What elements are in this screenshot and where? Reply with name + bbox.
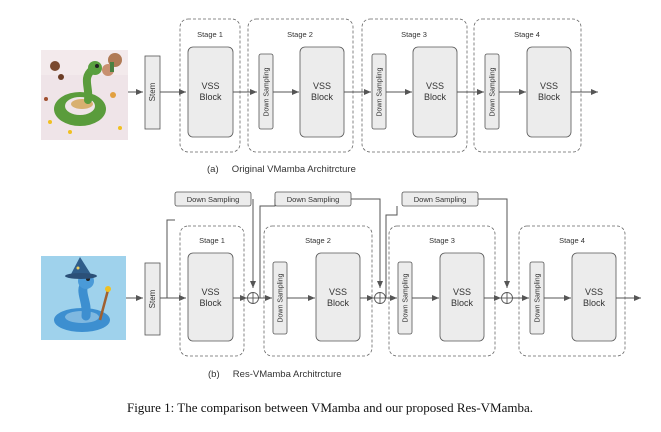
bottom-stem-label: Stem	[148, 289, 157, 308]
bottom-vss-block-2-line2: Block	[327, 298, 350, 308]
residual-path-3-out	[478, 198, 510, 288]
bottom-down-sampling-2-label: Down Sampling	[278, 273, 285, 322]
top-down-sampling-3-label: Down Sampling	[377, 67, 384, 116]
top-vss-block-3-line2: Block	[424, 92, 447, 102]
top-stage-1-label: Stage 1	[197, 30, 223, 39]
top-stage-2-label: Stage 2	[287, 30, 313, 39]
top-vss-block-4-line1: VSS	[540, 81, 558, 91]
top-stage-4-label: Stage 4	[514, 30, 540, 39]
top-vss-block-1-line1: VSS	[201, 81, 219, 91]
bottom-vss-block-2	[315, 252, 361, 342]
residual-down-sampling-1-label: Down Sampling	[187, 195, 240, 204]
bottom-caption: (b) Res-VMamba Architrcture	[208, 369, 342, 380]
bottom-stage-1-label: Stage 1	[199, 236, 225, 245]
bottom-stage-3-frame	[388, 225, 496, 357]
residual-down-sampling-2-label: Down Sampling	[287, 195, 340, 204]
top-stage-2-frame	[247, 18, 354, 153]
bottom-vss-block-1-line1: VSS	[201, 287, 219, 297]
top-stage-3-label: Stage 3	[401, 30, 427, 39]
bottom-stage-3-label: Stage 3	[429, 236, 455, 245]
residual-path-2-out	[351, 198, 383, 288]
top-caption: (a) Original VMamba Architrcture	[207, 164, 356, 175]
residual-path-1-in	[166, 219, 175, 298]
bottom-vss-block-1-line2: Block	[199, 298, 222, 308]
bottom-vss-block-1	[187, 252, 234, 342]
bottom-stage-2-label: Stage 2	[305, 236, 331, 245]
bottom-vss-block-3-line2: Block	[451, 298, 474, 308]
bottom-stage-2-frame	[263, 225, 373, 357]
residual-add-node-3	[501, 292, 513, 304]
input-image-snake-cookies	[41, 50, 128, 140]
top-vss-block-3-line1: VSS	[426, 81, 444, 91]
bottom-down-sampling-4-label: Down Sampling	[535, 273, 542, 322]
bottom-stage-4-label: Stage 4	[559, 236, 585, 245]
top-vss-block-2-line2: Block	[311, 92, 334, 102]
top-stage-4-frame	[473, 18, 582, 153]
bottom-stage-4-frame	[518, 225, 626, 357]
bottom-stem-box	[144, 262, 161, 336]
top-down-sampling-4-label: Down Sampling	[490, 67, 497, 116]
residual-add-node-1	[247, 292, 259, 304]
top-vss-block-4-line2: Block	[538, 92, 561, 102]
top-stem-label: Stem	[148, 82, 157, 101]
residual-path-3-in	[385, 206, 398, 298]
bottom-stage-1-frame	[179, 225, 245, 357]
top-stage-1-frame	[179, 18, 241, 153]
bottom-vss-block-4-line2: Block	[583, 298, 606, 308]
residual-add-node-2	[374, 292, 386, 304]
bottom-vss-block-3	[439, 252, 485, 342]
bottom-vss-block-4	[571, 252, 617, 342]
residual-down-sampling-1	[174, 191, 252, 207]
input-image-wizard-snake	[41, 256, 126, 340]
figure-caption: Figure 1: The comparison between VMamba …	[127, 400, 533, 415]
bottom-vss-block-3-line1: VSS	[453, 287, 471, 297]
residual-down-sampling-3-label: Down Sampling	[414, 195, 467, 204]
top-stage-3-frame	[361, 18, 468, 153]
top-vss-block-1-line2: Block	[199, 92, 222, 102]
bottom-vss-block-4-line1: VSS	[585, 287, 603, 297]
bottom-down-sampling-3-label: Down Sampling	[403, 273, 410, 322]
top-vss-block-2-line1: VSS	[313, 81, 331, 91]
bottom-vss-block-2-line1: VSS	[329, 287, 347, 297]
top-down-sampling-2-label: Down Sampling	[264, 67, 271, 116]
